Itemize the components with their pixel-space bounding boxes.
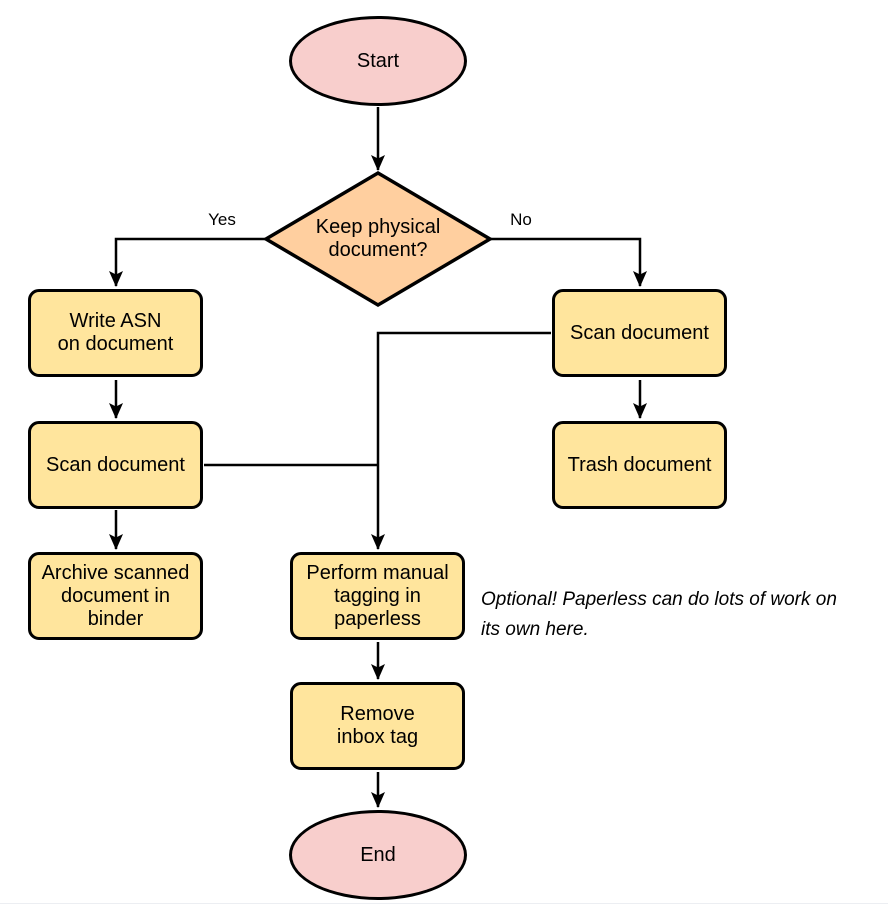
node-manual-tagging: Perform manual tagging in paperless — [290, 552, 465, 640]
node-manual-tagging-label: Perform manual tagging in paperless — [306, 561, 449, 630]
node-archive-binder: Archive scanned document in binder — [28, 552, 203, 640]
edge-decision-no-to-scan-right — [491, 237, 647, 287]
node-write-asn: Write ASN on document — [28, 289, 203, 377]
node-scan-document-left: Scan document — [28, 421, 203, 509]
note-optional: Optional! Paperless can do lots of work … — [481, 589, 837, 640]
node-remove-inbox-tag: Remove inbox tag — [290, 682, 465, 770]
node-scan-document-left-label: Scan document — [46, 453, 185, 476]
node-start: Start — [289, 16, 467, 106]
node-trash-document-label: Trash document — [567, 453, 712, 476]
node-decision: Keep physical document? — [278, 195, 478, 283]
edge-label-no: No — [510, 210, 532, 229]
node-start-label: Start — [356, 49, 400, 72]
edge-scan-right-to-tagging — [371, 331, 551, 550]
decision-diamond-shape — [262, 170, 494, 308]
edge-decision-yes-to-write-asn — [109, 237, 265, 287]
node-scan-document-right-label: Scan document — [570, 321, 709, 344]
node-remove-inbox-tag-label: Remove inbox tag — [336, 703, 419, 748]
node-archive-binder-label: Archive scanned document in binder — [41, 561, 190, 630]
node-write-asn-label: Write ASN on document — [57, 310, 174, 355]
bottom-divider — [0, 902, 888, 904]
node-decision-label: Keep physical document? — [315, 216, 441, 261]
edge-label-yes: Yes — [208, 210, 236, 229]
node-scan-document-right: Scan document — [552, 289, 727, 377]
node-end: End — [289, 810, 467, 900]
node-end-label: End — [360, 843, 396, 866]
node-trash-document: Trash document — [552, 421, 727, 509]
